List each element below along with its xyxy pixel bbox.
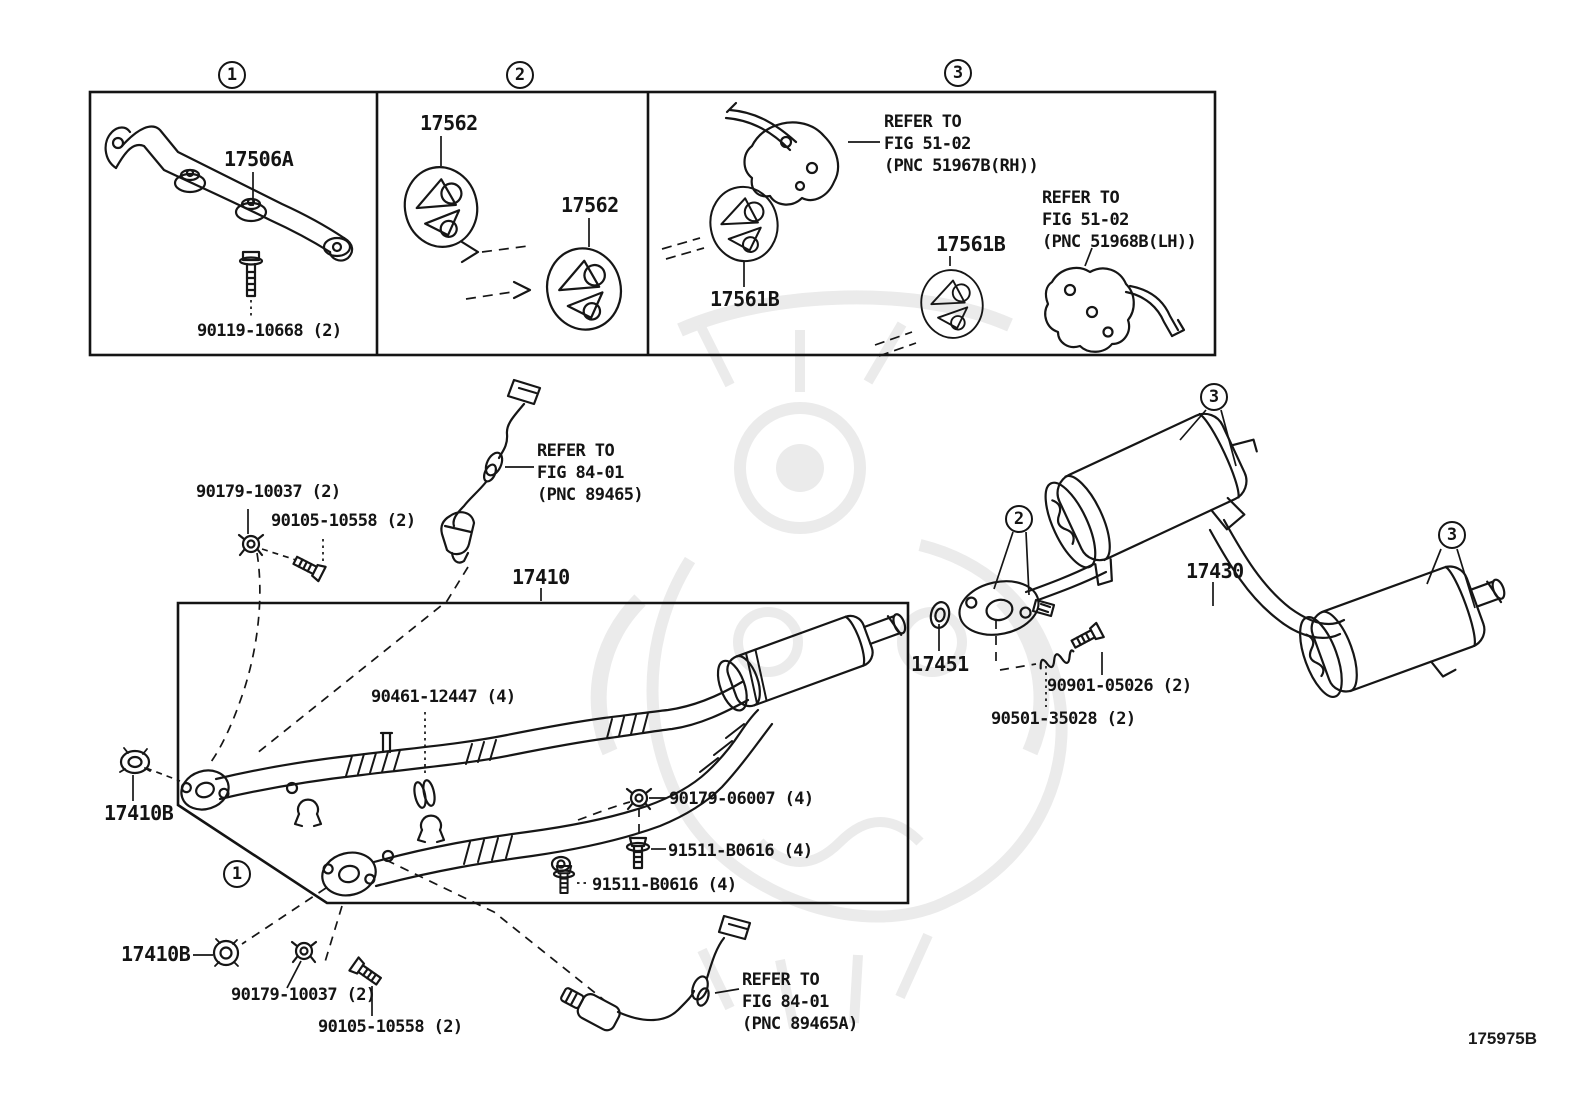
refer-note-fig84-rear: REFER TO FIG 84-01 (PNC 89465A) [742,969,858,1035]
refer-note-line: REFER TO [537,441,615,461]
callout-3-top: 3 [944,59,972,87]
callout-3-main-b: 3 [1438,521,1466,549]
front-pipe-assembly-drawing [180,613,907,897]
part-label-90179-10037-top: 90179-10037 (2) [196,482,341,502]
dashed-assembly-lines [145,237,1037,1001]
panel-frames [88,90,1217,905]
part-label-17410b-a: 17410B [104,801,174,825]
part-label-17410b-b: 17410B [121,942,191,966]
refer-note-fig51-lh: REFER TO FIG 51-02 (PNC 51968B(LH)) [1042,187,1197,253]
part-label-17451: 17451 [911,652,969,676]
part-label-17506a: 17506A [224,147,294,171]
part-label-90119-10668: 90119-10668 (2) [197,321,342,341]
callout-1-main: 1 [223,860,251,888]
figure-code: 175975B [1468,1029,1538,1048]
tail-pipe-assembly-drawing [929,412,1506,698]
refer-note-line: (PNC 51967B(RH)) [884,156,1039,176]
part-label-17410: 17410 [512,565,570,589]
refer-note-line: FIG 51-02 [884,134,971,154]
part-label-17561b-a: 17561B [710,287,780,311]
refer-note-fig51-rh: REFER TO FIG 51-02 (PNC 51967B(RH)) [884,111,1039,177]
part-label-90901-05026: 90901-05026 (2) [1047,676,1192,696]
part-label-90179-06007: 90179-06007 (4) [669,789,814,809]
refer-note-line: REFER TO [884,112,962,132]
part-label-17562-b: 17562 [561,193,619,217]
refer-note-line: FIG 84-01 [537,463,624,483]
callout-3-main-a: 3 [1200,383,1228,411]
part-label-90105-10558-bottom: 90105-10558 (2) [318,1017,463,1037]
watermark-graphic [590,290,1068,1030]
part-label-91511-b0616-a: 91511-B0616 (4) [668,841,813,861]
refer-note-line: (PNC 89465) [537,485,644,505]
rh-bracket-drawing [724,101,840,206]
exhaust-hanger-17562-drawings [396,159,630,338]
refer-note-fig84-front: REFER TO FIG 84-01 (PNC 89465) [537,440,644,506]
part-label-90501-35028: 90501-35028 (2) [991,709,1136,729]
hardware-drawings [119,533,653,989]
support-bracket-drawing [104,125,354,298]
leader-lines [132,136,1476,1016]
part-label-90461-12447: 90461-12447 (4) [371,687,516,707]
refer-note-line: (PNC 89465A) [742,1014,858,1034]
refer-note-line: (PNC 51968B(LH)) [1042,232,1197,252]
refer-note-line: REFER TO [742,970,820,990]
refer-note-line: REFER TO [1042,188,1120,208]
refer-note-line: FIG 51-02 [1042,210,1129,230]
oxygen-sensor-front-drawing [440,378,542,564]
oxygen-sensor-rear-drawing [560,914,752,1032]
part-label-17561b-b: 17561B [936,232,1006,256]
callout-1-top: 1 [218,61,246,89]
callout-2-main: 2 [1005,505,1033,533]
exhaust-hanger-17561b-drawings [703,180,989,344]
part-label-91511-b0616-b: 91511-B0616 (4) [592,875,737,895]
callout-2-top: 2 [506,61,534,89]
refer-note-line: FIG 84-01 [742,992,829,1012]
part-label-90105-10558-top: 90105-10558 (2) [271,511,416,531]
part-label-90179-10037-bottom: 90179-10037 (2) [231,985,376,1005]
part-label-17562-a: 17562 [420,111,478,135]
lh-bracket-drawing [1044,266,1186,353]
part-label-17430: 17430 [1186,559,1244,583]
